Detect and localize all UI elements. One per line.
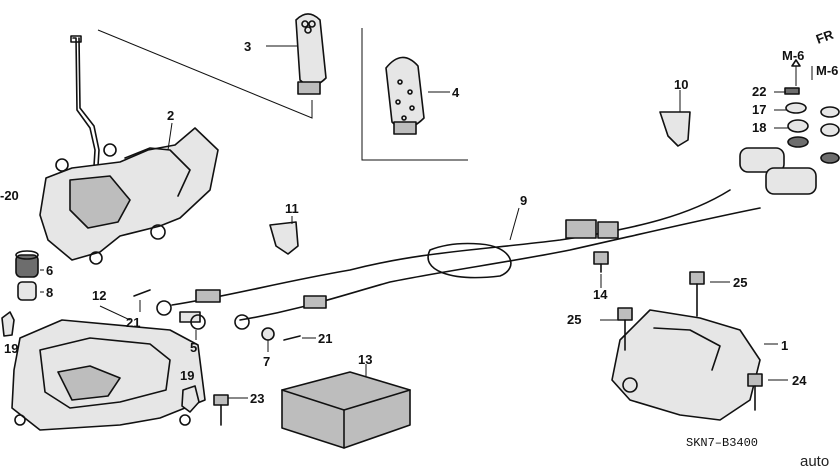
shift-knob-3 [295,13,327,95]
callout-2: 2 [167,108,174,123]
callout-4: 4 [452,85,460,100]
callout-14: 14 [593,287,608,302]
shift-lever [70,35,100,183]
collar-8 [17,281,37,301]
diagram-code: SKN7–B3400 [686,436,758,450]
clip-19-right [181,385,200,413]
shift-knob-4 [385,56,425,135]
knob-3-guide-line [97,29,313,119]
bolt-25-lower [617,307,633,351]
callout-21-right: 21 [318,331,332,346]
bolt-25-upper [689,271,705,317]
callout-11: 11 [285,201,299,216]
front-indicator: FR [814,27,836,47]
callout-leaders [40,45,813,399]
pin-5 [179,311,206,330]
knob-4-bracket-line [361,28,468,161]
callout-19-right: 19 [180,368,194,383]
callout-3: 3 [244,39,251,54]
callout-10: 10 [674,77,688,92]
callout-18: 18 [752,120,766,135]
washer-stack [784,87,840,164]
callout-25-lower: 25 [567,312,581,327]
shift-base-housing [39,127,219,265]
callout-9: 9 [520,193,527,208]
callout-21-left: 21 [126,315,140,330]
callout-23: 23 [250,391,264,406]
bushing-6 [15,250,39,278]
callout-13: 13 [358,352,372,367]
shift-cables-9 [156,147,817,330]
ref-m6-right: M-6 [816,63,838,78]
clip-11 [269,221,299,255]
callout-22: 22 [752,84,766,99]
bolt-24 [747,373,763,411]
callout-17: 17 [752,102,766,117]
bracket-12 [11,319,206,431]
callout-19-left: 19 [4,341,18,356]
cotter-pin-21-right [283,335,301,341]
callout-8: 8 [46,285,53,300]
callout-12: 12 [92,288,106,303]
callout-6: 6 [46,263,53,278]
callout-1: 1 [781,338,788,353]
callout-5: 5 [190,340,197,355]
pad-13 [281,371,411,449]
ref-m6-left: M-6 [782,48,804,63]
callout-7: 7 [263,354,270,369]
clip-19-left [1,311,15,337]
bolt-23 [213,394,229,426]
washer-7 [261,327,275,341]
cable-bracket-1 [611,309,761,421]
clip-10 [659,111,691,147]
bolt-14 [593,251,609,273]
callout-24: 24 [792,373,807,388]
callout-25-upper: 25 [733,275,747,290]
watermark: auto [800,453,829,470]
cotter-pin-21-left [133,289,151,297]
callout-20: -20 [0,188,19,203]
arrow-up-icon [791,59,801,67]
